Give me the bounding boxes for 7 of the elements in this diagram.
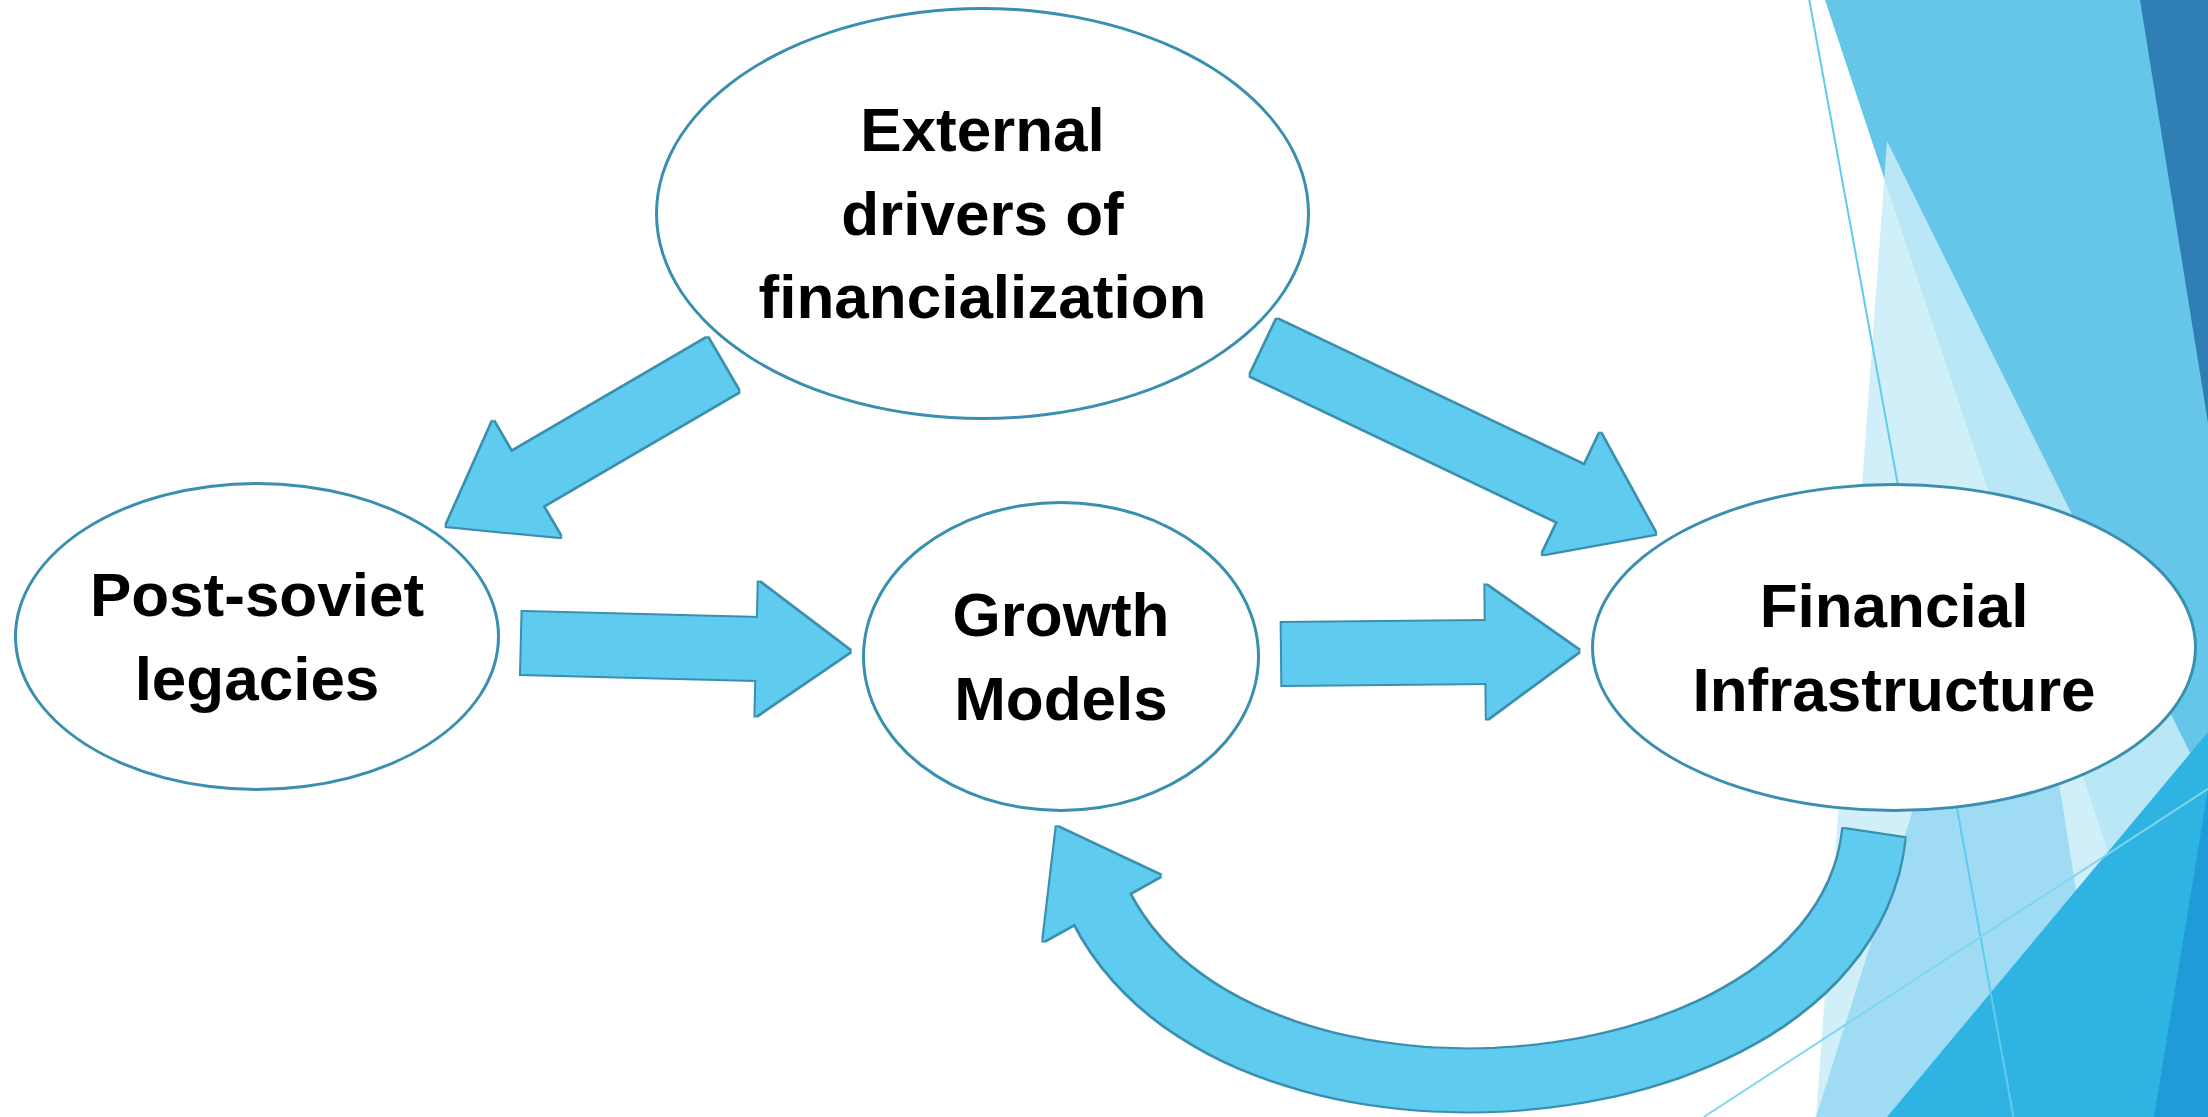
block-arrow <box>1281 584 1580 719</box>
node-label: Growth Models <box>951 578 1171 735</box>
node-label: Post-soviet legacies <box>88 558 426 715</box>
node-label: External drivers of financialization <box>757 93 1208 334</box>
node-label: Financial Infrastructure <box>1691 569 2097 726</box>
block-arrow <box>1250 319 1656 555</box>
block-arrow <box>521 582 851 716</box>
